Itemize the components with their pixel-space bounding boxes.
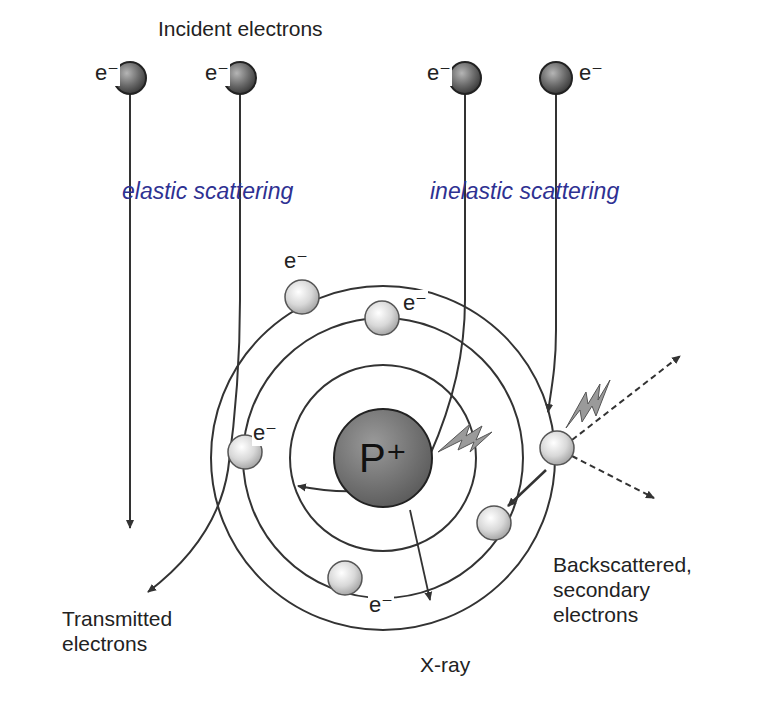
electron-label: e⁻ [578,60,604,86]
electron-label: e⁻ [283,248,309,274]
nucleus-label: P⁺ [359,435,407,481]
nucleus-circle: P⁺ [333,408,433,508]
electron-label: e⁻ [368,592,394,618]
output-label: Backscattered, secondary electrons [553,552,703,628]
electron-label: e⁻ [402,290,428,316]
output-label: Transmitted electrons [62,606,232,656]
electron-label: e⁻ [426,60,452,86]
process-label: elastic scattering [122,178,293,206]
electron-label: e⁻ [94,60,120,86]
process-label: inelastic scattering [430,178,619,206]
heading-label: Incident electrons [158,16,323,41]
electron-label: e⁻ [252,420,278,446]
electron-label: e⁻ [204,60,230,86]
output-label: X-ray [420,652,470,677]
